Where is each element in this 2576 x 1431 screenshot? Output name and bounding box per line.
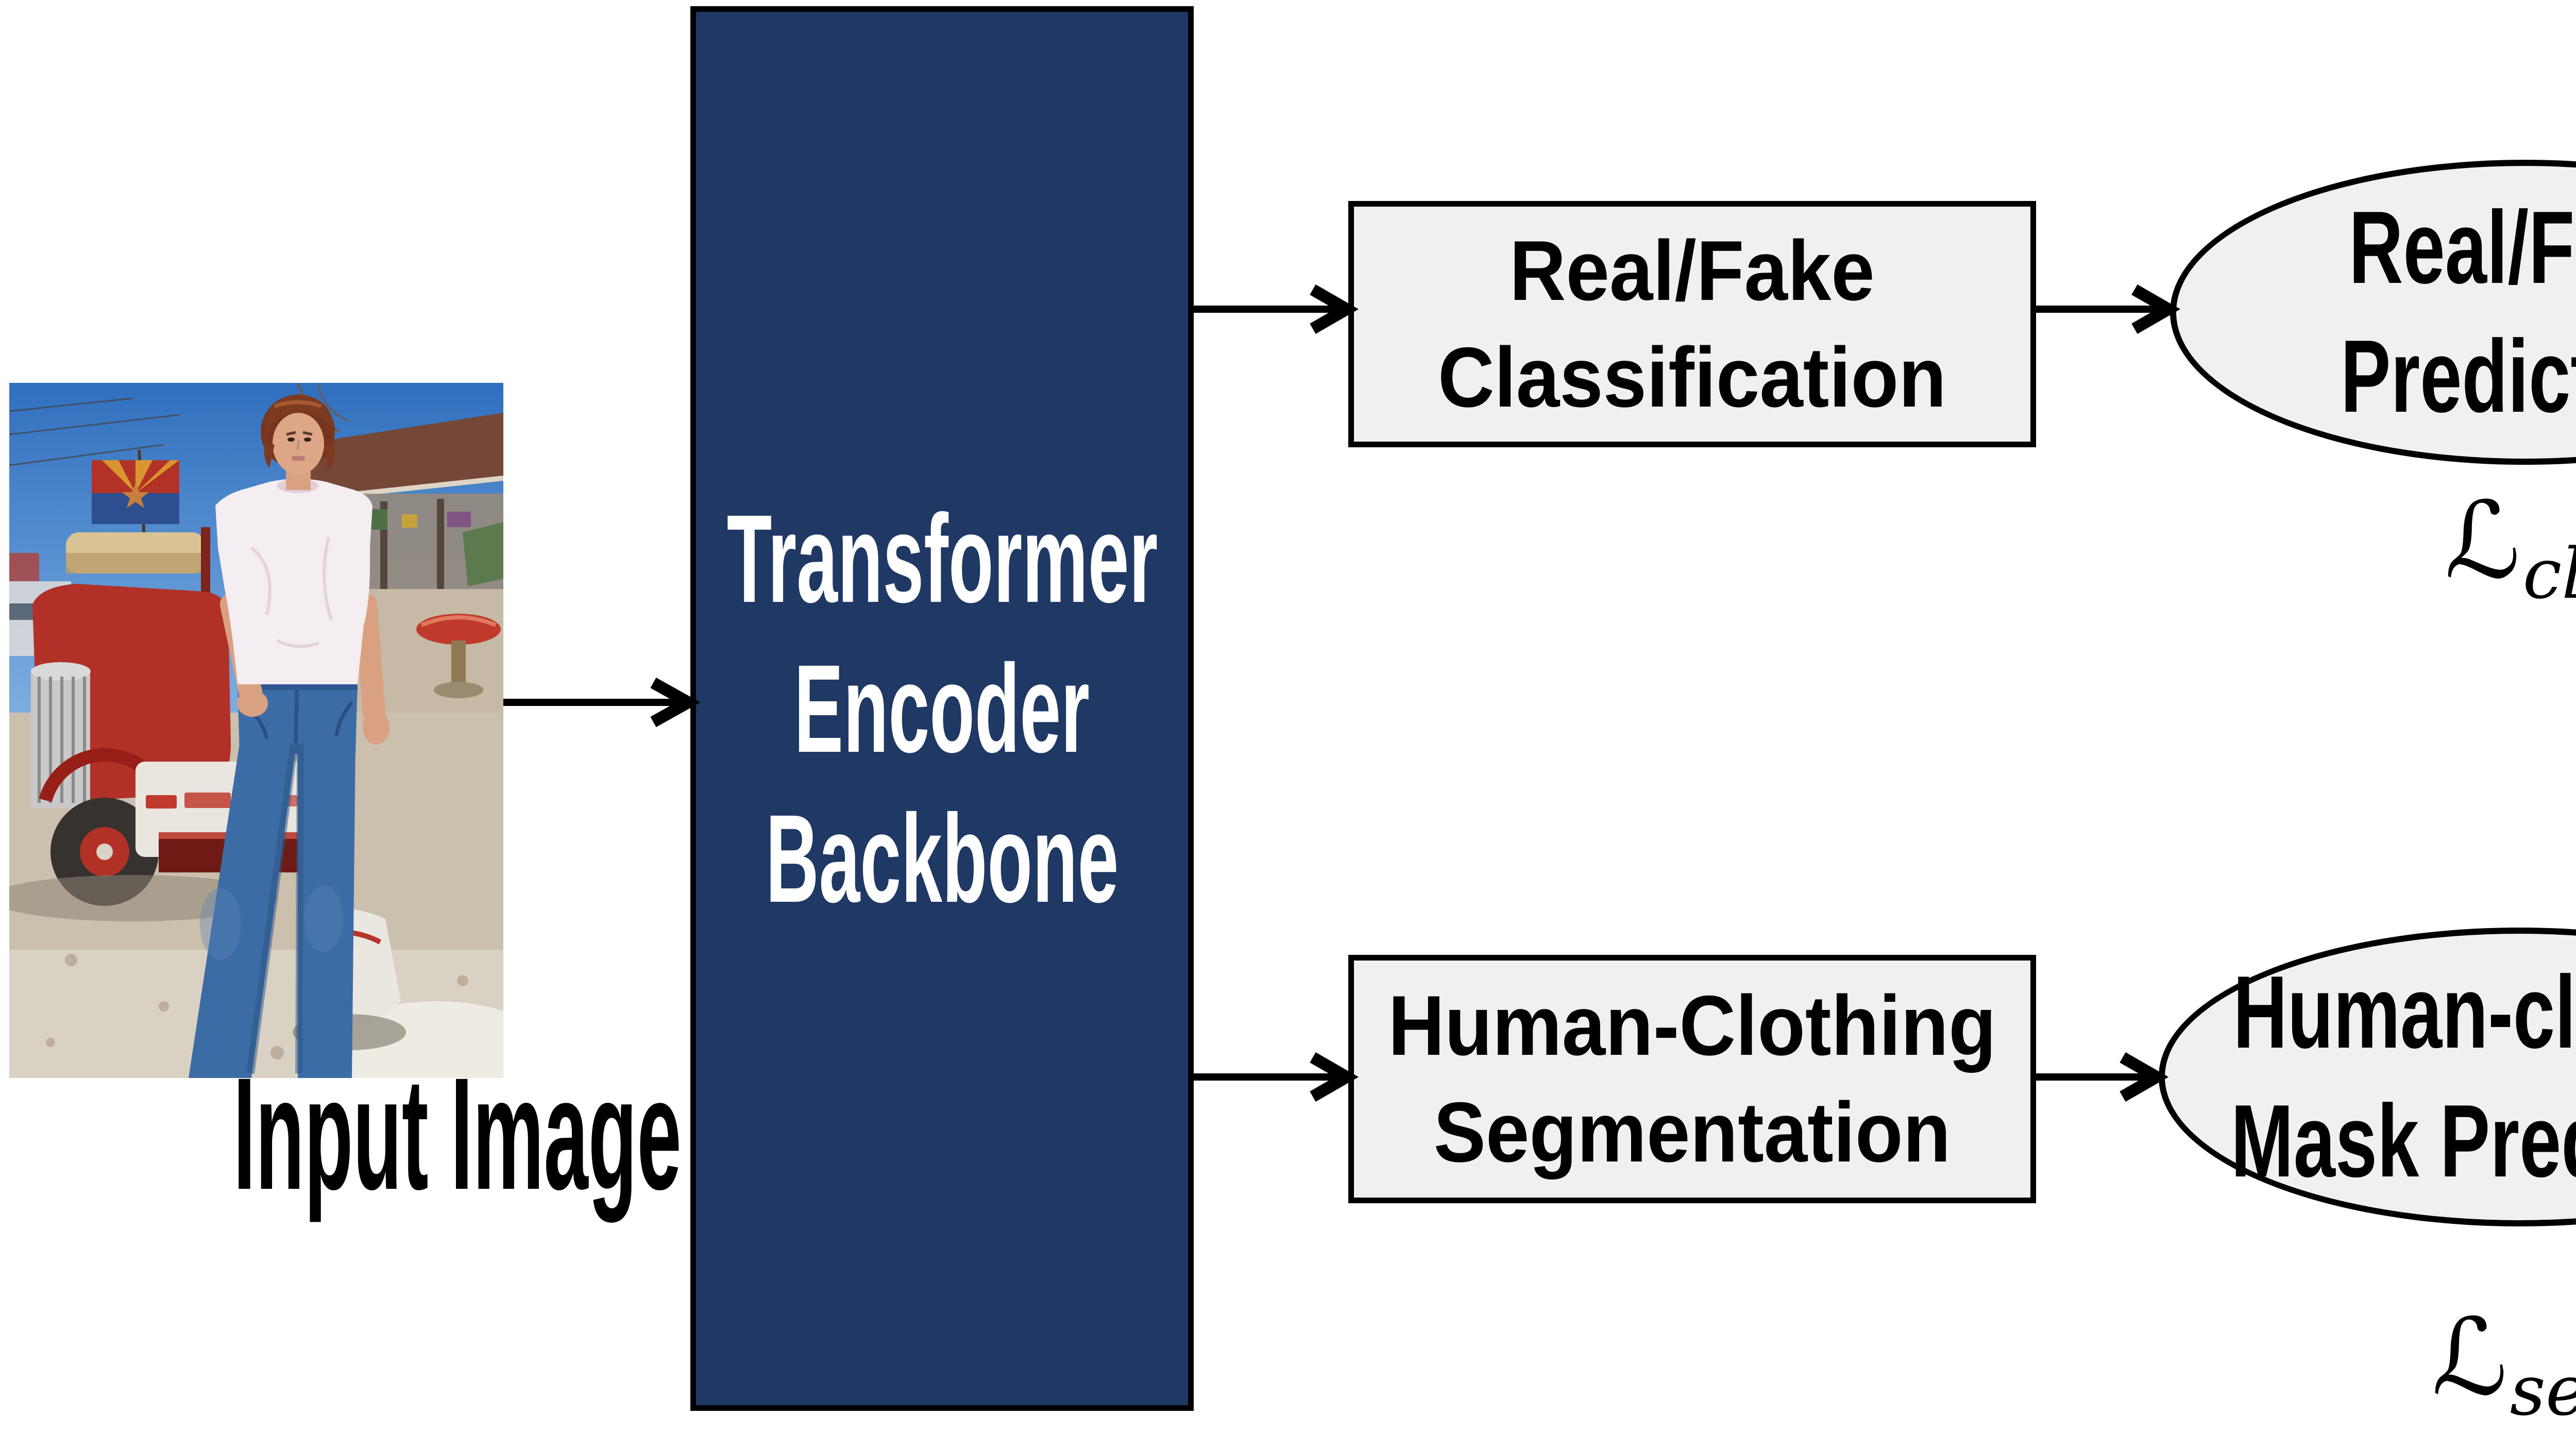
- classification-ellipse-label-line: Real/Fake: [2349, 190, 2576, 305]
- backbone-box: Transformer Encoder Backbone: [690, 6, 1194, 1411]
- segmentation-box-label-line: Human-Clothing: [1388, 978, 1996, 1073]
- loss-symbol: ℒ: [2432, 1297, 2508, 1419]
- backbone-label-line: Encoder: [794, 638, 1090, 779]
- arrow-classification-to-prediction: [2036, 284, 2181, 334]
- classification-box-label-line: Real/Fake: [1510, 223, 1875, 318]
- input-image-caption-text: Input Image: [233, 1044, 682, 1223]
- backbone-label-line: Backbone: [765, 788, 1119, 929]
- arrow-backbone-to-classification: [1194, 284, 1359, 334]
- arrow-segmentation-to-prediction: [2036, 1052, 2169, 1102]
- input-photo-illustration: [9, 383, 503, 1078]
- segmentation-loss-label: ℒseg: [2432, 1296, 2576, 1431]
- segmentation-head-box: Human-Clothing Segmentation: [1348, 955, 2036, 1203]
- input-image-caption: Input Image: [9, 1051, 682, 1216]
- loss-subscript: cls: [2522, 533, 2576, 614]
- segmentation-ellipse-label-line: Mask Prediction: [2231, 1084, 2576, 1199]
- classification-head-box: Real/Fake Classification: [1348, 201, 2036, 447]
- classification-box-label-line: Classification: [1437, 330, 1946, 425]
- input-photo: [9, 383, 503, 1078]
- classification-prediction-ellipse: Real/Fake Prediction: [2170, 160, 2576, 465]
- classification-ellipse-label-line: Prediction: [2341, 319, 2576, 434]
- segmentation-prediction-ellipse: Human-clothing Mask Prediction: [2159, 928, 2576, 1226]
- loss-subscript: seg: [2510, 1350, 2576, 1431]
- arrow-backbone-to-segmentation: [1194, 1052, 1359, 1102]
- classification-loss-label: ℒcls: [2445, 479, 2576, 614]
- loss-symbol: ℒ: [2445, 480, 2521, 602]
- segmentation-ellipse-label-line: Human-clothing: [2233, 955, 2576, 1070]
- arrow-input-to-backbone: [503, 677, 701, 728]
- backbone-label-line: Transformer: [726, 489, 1158, 629]
- segmentation-box-label-line: Segmentation: [1433, 1085, 1951, 1180]
